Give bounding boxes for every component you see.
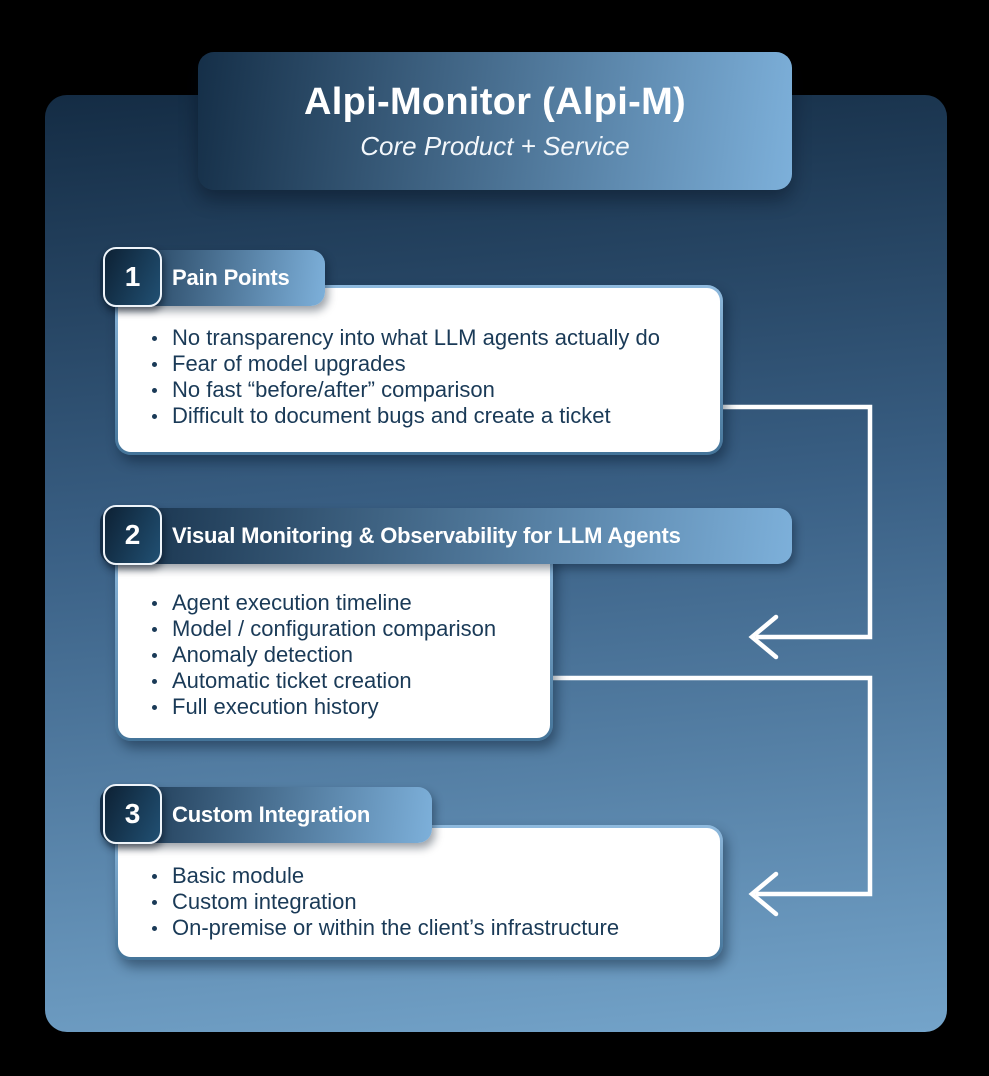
product-title: Alpi-Monitor (Alpi-M) — [304, 80, 686, 123]
bullet-item: Automatic ticket creation — [118, 668, 550, 694]
connector-arrow-1 — [715, 404, 873, 640]
bullet-item: Agent execution timeline — [118, 590, 550, 616]
bullet-item: Model / configuration comparison — [118, 616, 550, 642]
section-3-number-badge: 3 — [103, 784, 162, 844]
bullet-item: Custom integration — [118, 889, 720, 915]
bullet-item: No fast “before/after” comparison — [118, 377, 720, 403]
arrow-2-head-icon — [748, 871, 779, 917]
section-3-number: 3 — [124, 798, 141, 829]
bullet-item: No transparency into what LLM agents act… — [118, 325, 720, 351]
section-1-bullet-list: No transparency into what LLM agents act… — [118, 288, 720, 429]
section-3-bullet-list: Basic module Custom integration On-premi… — [118, 828, 720, 941]
bullet-item: On-premise or within the client’s infras… — [118, 915, 720, 941]
section-2-title: Visual Monitoring & Observability for LL… — [172, 523, 681, 548]
section-1-number-badge: 1 — [103, 247, 162, 307]
section-2-number: 2 — [124, 519, 141, 550]
section-2-card-body: Agent execution timeline Model / configu… — [118, 548, 550, 738]
bullet-item: Full execution history — [118, 694, 550, 720]
bullet-item: Basic module — [118, 863, 720, 889]
section-3-title: Custom Integration — [172, 802, 371, 827]
section-2-header: Visual Monitoring & Observability for LL… — [100, 508, 792, 564]
arrow-1-head-icon — [748, 614, 779, 660]
section-1-card-body: No transparency into what LLM agents act… — [118, 288, 720, 452]
bullet-item: Difficult to document bugs and create a … — [118, 403, 720, 429]
bullet-item: Fear of model upgrades — [118, 351, 720, 377]
bullet-item: Anomaly detection — [118, 642, 550, 668]
section-3-card: Basic module Custom integration On-premi… — [115, 825, 723, 960]
product-subtitle: Core Product + Service — [360, 130, 630, 161]
section-1-card: No transparency into what LLM agents act… — [115, 285, 723, 455]
section-2-number-badge: 2 — [103, 505, 162, 565]
section-2-bullet-list: Agent execution timeline Model / configu… — [118, 548, 550, 720]
section-3-card-body: Basic module Custom integration On-premi… — [118, 828, 720, 957]
header-box: Alpi-Monitor (Alpi-M) Core Product + Ser… — [198, 52, 792, 190]
connector-arrow-2 — [545, 675, 873, 897]
section-1-number: 1 — [124, 261, 141, 292]
section-2-card: Agent execution timeline Model / configu… — [115, 545, 553, 741]
section-1-title: Pain Points — [172, 265, 290, 290]
